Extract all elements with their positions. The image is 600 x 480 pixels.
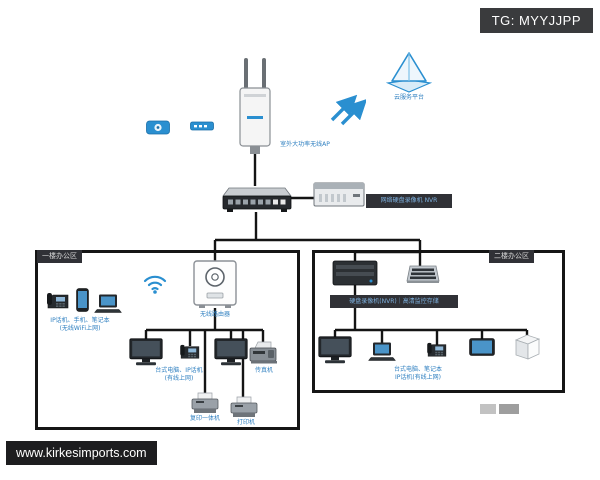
laptop-icon [367, 342, 397, 362]
wired-group-label: 台式电脑、IP话机 (有线上网) [155, 367, 203, 382]
keyboard-console-icon [406, 264, 440, 284]
watermark-url: www.kirkesimports.com [6, 441, 157, 465]
dvr-device-icon [332, 260, 378, 286]
lightning-link-icon [328, 90, 368, 126]
wired-group-label: 台式电脑、笔记本 IP话机(有线上网) [393, 366, 442, 381]
desk-phone-icon [179, 344, 201, 360]
printer-label: 打印机 [236, 419, 255, 426]
zone-floor1-title: 一楼办公区 [37, 250, 82, 263]
monitor-icon [318, 336, 352, 364]
core-switch-icon [221, 184, 293, 214]
cloud-pyramid-icon [385, 50, 433, 94]
copier-label: 复印一体机 [189, 415, 220, 422]
storage-box-icon [512, 334, 542, 360]
wifi-signal-icon [142, 272, 168, 294]
mini-switch-icon [190, 121, 214, 131]
tg-badge: TG: MYYJJPP [479, 8, 593, 33]
wireless-router-icon [193, 260, 237, 308]
desk-phone-icon [46, 292, 70, 310]
router-label: 无线路由器 [199, 311, 230, 318]
nvr-device-icon [313, 180, 365, 208]
wireless-group-label: IP话机、手机、笔记本 (无线WiFi上网) [50, 317, 110, 332]
smartphone-icon [76, 288, 89, 312]
monitor-icon [214, 338, 248, 366]
monitor-icon [129, 338, 163, 366]
fax-label: 传真机 [254, 367, 273, 374]
zone-floor2-title: 二楼办公区 [489, 250, 534, 263]
nvr-label-badge: 网络硬盘录像机 NVR [366, 194, 452, 208]
printer-icon [230, 396, 258, 418]
brand-mark [480, 404, 519, 423]
camera-icon [146, 119, 170, 136]
brand-mark-block [499, 404, 519, 414]
dvr-label-badge: 硬盘录像机(NVR)｜高清监控存储 [330, 295, 458, 308]
brand-mark-block [480, 404, 496, 414]
cloud-label: 云服务平台 [393, 94, 424, 101]
copier-icon [191, 392, 219, 414]
desk-phone-icon [425, 342, 449, 358]
laptop-icon [93, 294, 123, 314]
ap-label: 室外大功率无线AP [280, 141, 330, 148]
fax-machine-icon [249, 340, 277, 364]
tablet-icon [469, 338, 495, 356]
